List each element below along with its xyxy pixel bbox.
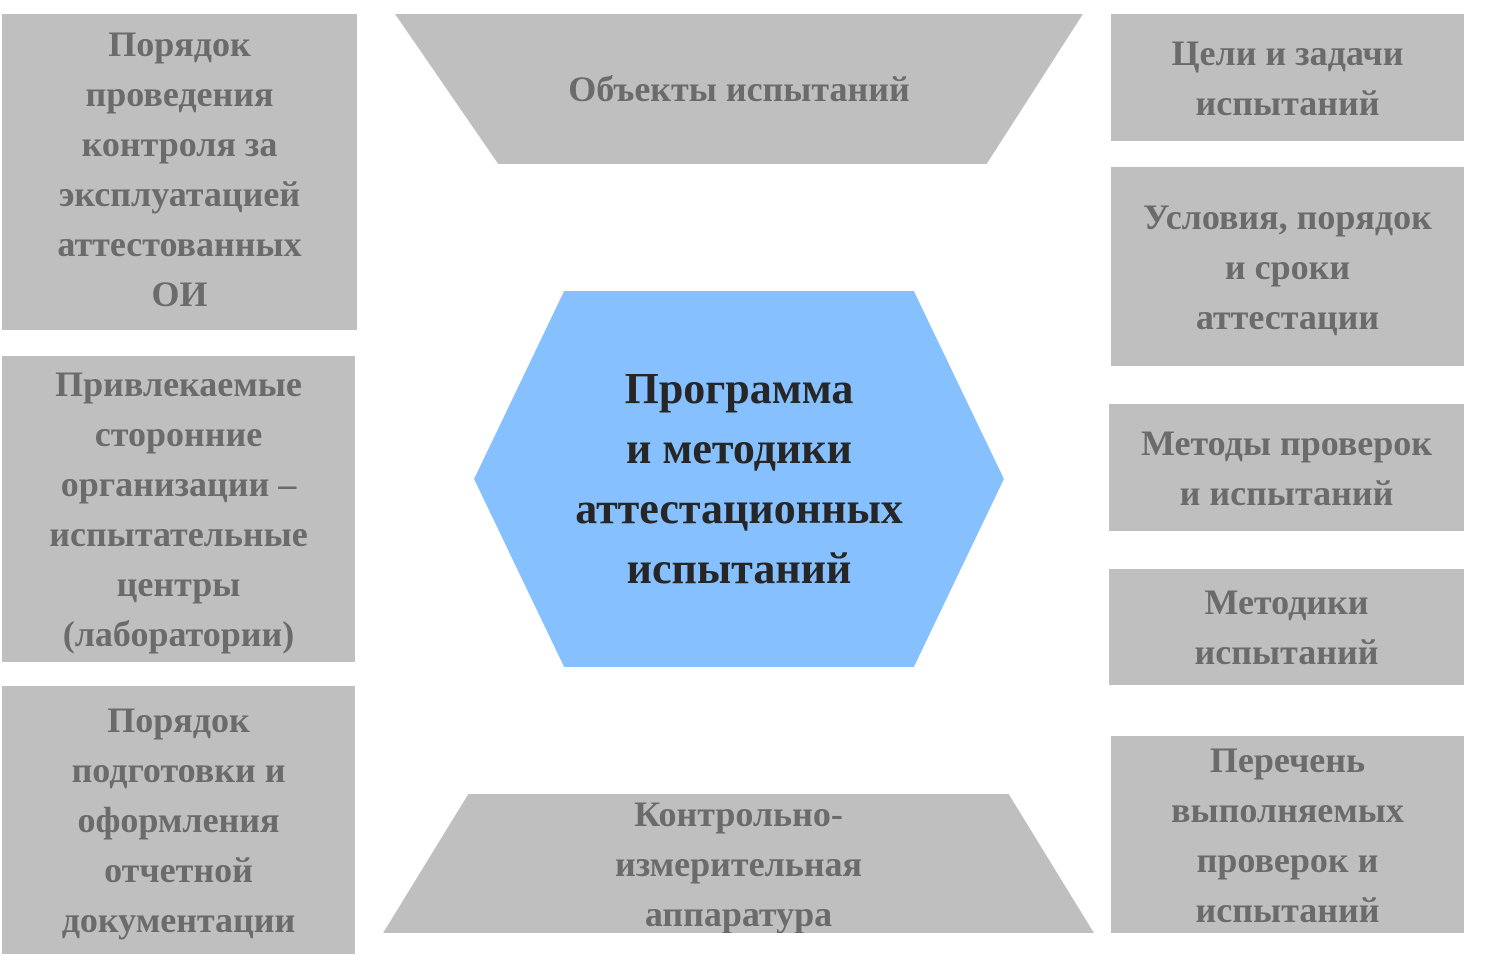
center-program-and-methods: Программа и методики аттестационных испы… bbox=[474, 291, 1004, 667]
box-test-procedures: Методики испытаний bbox=[1109, 569, 1464, 685]
box-measuring-equipment: Контрольно- измерительная аппаратура bbox=[383, 794, 1094, 933]
box-conditions-and-terms: Условия, порядок и сроки аттестации bbox=[1111, 167, 1464, 366]
box-checks-list: Перечень выполняемых проверок и испытани… bbox=[1111, 736, 1464, 933]
box-reporting-procedure: Порядок подготовки и оформления отчетной… bbox=[2, 686, 355, 954]
box-control-procedure: Порядок проведения контроля за эксплуата… bbox=[2, 14, 357, 330]
box-test-objects: Объекты испытаний bbox=[395, 14, 1083, 164]
box-third-party-organizations: Привлекаемые сторонние организации – исп… bbox=[2, 356, 355, 662]
box-goals-and-tasks: Цели и задачи испытаний bbox=[1111, 14, 1464, 141]
box-test-methods: Методы проверок и испытаний bbox=[1109, 404, 1464, 531]
